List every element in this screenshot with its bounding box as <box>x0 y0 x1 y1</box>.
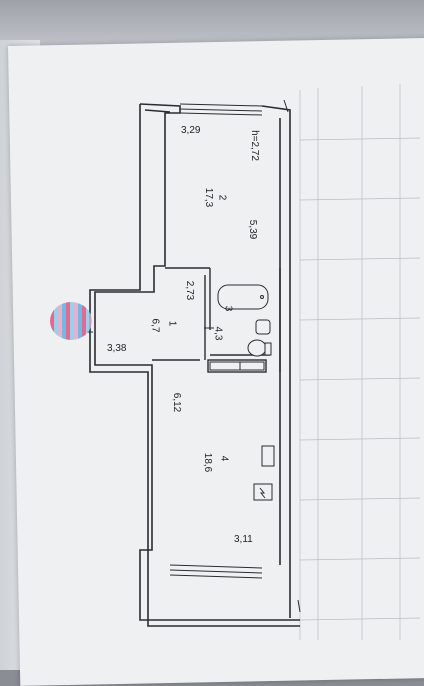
dimension-label: 5,39 <box>247 219 259 240</box>
dimension-label: 3,38 <box>107 343 127 354</box>
room-area-label: 4,3 <box>212 326 224 341</box>
room-number-label: 1 <box>166 320 178 327</box>
dimension-label: 3,29 <box>181 125 201 136</box>
room-area-label: 6,7 <box>149 318 161 333</box>
outer-walls <box>89 103 300 627</box>
dimension-label: 6,12 <box>171 392 183 413</box>
room-number-label: 3 <box>222 305 234 312</box>
windows <box>169 103 263 579</box>
room-area-label: 18,6 <box>202 452 214 473</box>
room-number-label: 4 <box>218 455 230 462</box>
dimension-label: 2,73 <box>184 280 196 301</box>
color-sticker <box>50 302 92 340</box>
spec-table-grid <box>299 84 421 640</box>
ceiling-height-label: h=2,72 <box>248 130 260 161</box>
dimension-label: 3,11 <box>234 534 253 545</box>
floor-plan-drawing <box>87 84 421 640</box>
interior-walls <box>152 267 281 373</box>
kitchen-fixtures <box>253 445 275 501</box>
room-number-label: 2 <box>216 194 228 201</box>
room-area-label: 17,3 <box>203 187 215 208</box>
bathroom-fixtures <box>209 284 272 371</box>
dimension-ticks <box>87 99 301 613</box>
